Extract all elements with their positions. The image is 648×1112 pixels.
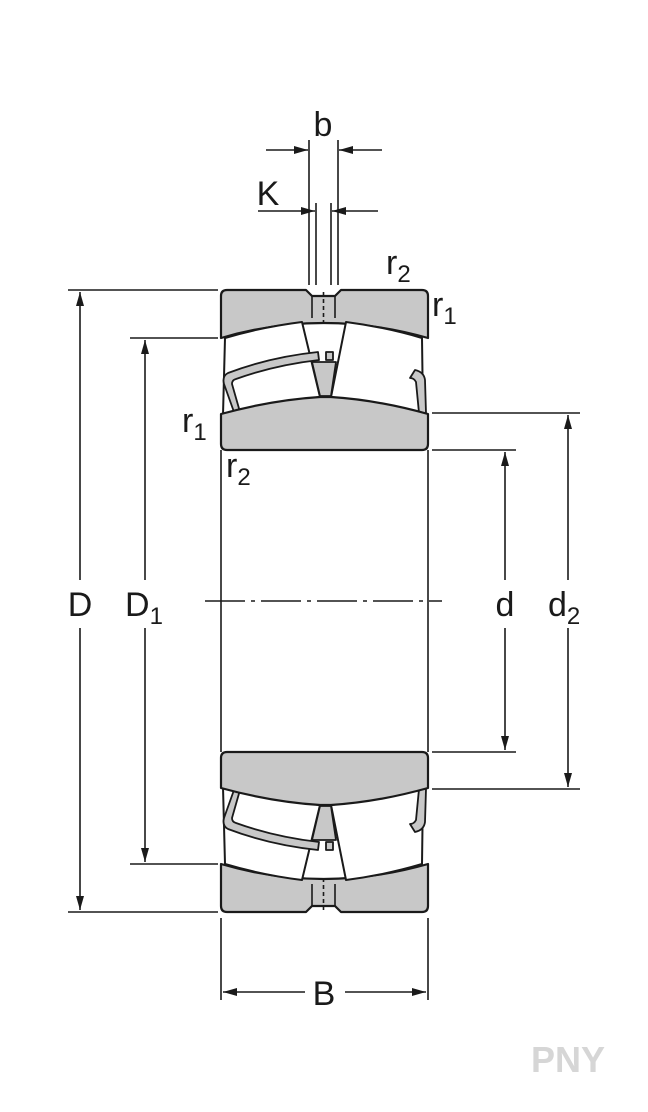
label-K: K (257, 175, 280, 213)
label-D: D (68, 586, 93, 624)
dimension-b: b (266, 106, 382, 285)
dimension-D1: D1 (125, 337, 218, 865)
label-r1-top: r1 (432, 286, 457, 330)
dimension-d: d (432, 449, 516, 753)
label-r2-inner: r2 (226, 447, 251, 491)
bearing-top-section (219, 288, 430, 452)
dimension-d2: d2 (432, 412, 580, 790)
label-r1-inner: r1 (182, 402, 207, 446)
dimension-K: K (257, 175, 378, 285)
label-b: b (314, 106, 333, 144)
label-B: B (313, 975, 336, 1013)
bearing-bottom-section (219, 750, 430, 914)
label-d2: d2 (548, 586, 580, 630)
label-d: d (496, 586, 515, 624)
dimension-B: B (220, 918, 429, 1013)
label-r2-top: r2 (386, 244, 411, 288)
label-D1: D1 (125, 586, 163, 630)
dimension-D: D (68, 289, 218, 913)
watermark-logo: PNY (531, 1039, 605, 1080)
